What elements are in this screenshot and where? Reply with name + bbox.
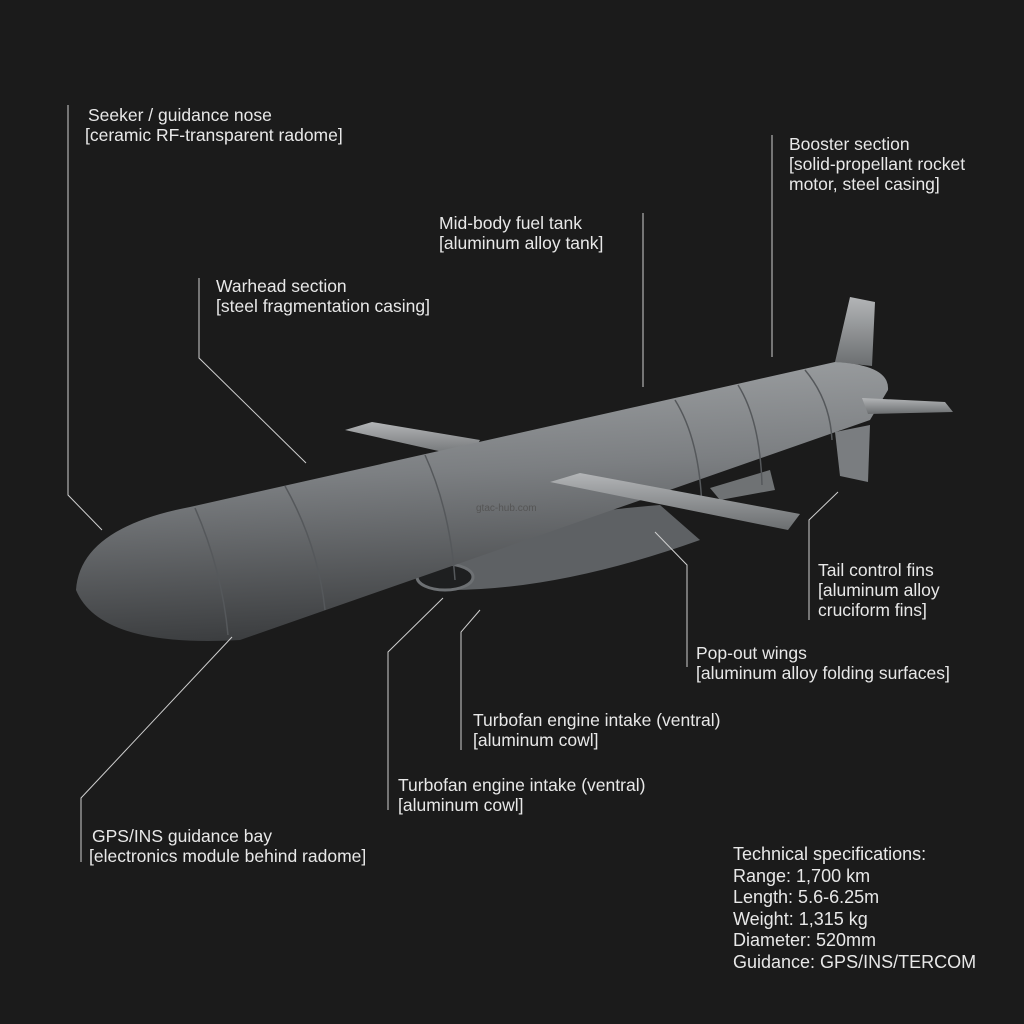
tail-fin-top (835, 297, 875, 366)
callout-wings: Pop-out wings [aluminum alloy folding su… (696, 643, 950, 683)
callout-title: Tail control fins (818, 560, 934, 580)
tail-fin-right (862, 398, 953, 414)
leader-tail (808, 491, 839, 620)
spec-guidance: Guidance: GPS/INS/TERCOM (733, 951, 977, 972)
callout-title: Turbofan engine intake (ventral) (398, 775, 646, 795)
leader-gps (80, 636, 233, 862)
callout-gps-bay: GPS/INS guidance bay [electronics module… (89, 826, 367, 866)
callout-detail: [aluminum alloy folding surfaces] (696, 663, 950, 683)
specs-heading: Technical specifications: (733, 844, 927, 864)
leader-warhead (198, 278, 307, 464)
callout-intake-2: Turbofan engine intake (ventral) [alumin… (398, 775, 645, 815)
spec-weight: Weight: 1,315 kg (733, 908, 868, 929)
callout-title: Pop-out wings (696, 643, 807, 663)
callout-detail: cruciform fins] (818, 600, 927, 620)
callout-fuel-tank: Mid-body fuel tank [aluminum alloy tank] (439, 213, 603, 253)
callout-title: Mid-body fuel tank (439, 213, 582, 233)
leader-seeker (67, 105, 103, 531)
rear-fairing (710, 470, 775, 500)
callout-booster: Booster section [solid-propellant rocket… (789, 134, 965, 194)
leader-wings (654, 531, 688, 667)
callout-title: Turbofan engine intake (ventral) (473, 710, 721, 730)
missile-body (76, 362, 889, 641)
callout-title: Seeker / guidance nose (88, 105, 272, 125)
spec-length: Length: 5.6-6.25m (733, 887, 880, 907)
callout-intake-1: Turbofan engine intake (ventral) [alumin… (473, 710, 720, 750)
tail-fin-bottom (835, 425, 870, 482)
callout-seeker: Seeker / guidance nose [ceramic RF-trans… (85, 105, 343, 145)
callout-detail: [ceramic RF-transparent radome] (85, 125, 343, 145)
callout-title: Booster section (789, 134, 910, 154)
spec-range: Range: 1,700 km (733, 865, 871, 886)
right-wing (550, 473, 800, 530)
callout-warhead: Warhead section [steel fragmentation cas… (216, 276, 430, 316)
left-wing (345, 422, 480, 458)
engine-fairing (420, 505, 700, 590)
leader-intake-1 (460, 609, 481, 750)
section-seams (194, 369, 833, 636)
leader-lines (67, 105, 839, 862)
leader-intake-2 (387, 597, 444, 810)
watermark: gtac-hub.com (476, 503, 537, 514)
callout-detail: [solid-propellant rocket (789, 154, 966, 174)
callout-title: Warhead section (216, 276, 347, 296)
callout-title: GPS/INS guidance bay (92, 826, 272, 846)
technical-specifications: Technical specifications: Range: 1,700 k… (733, 844, 976, 973)
callout-detail: [aluminum alloy (818, 580, 940, 600)
callout-detail: [aluminum alloy tank] (439, 233, 604, 253)
callout-tail-fins: Tail control fins [aluminum alloy crucif… (818, 560, 940, 620)
callout-detail: [electronics module behind radome] (89, 846, 367, 866)
callout-detail: [steel fragmentation casing] (216, 296, 431, 316)
spec-diameter: Diameter: 520mm (733, 930, 877, 950)
callout-detail: motor, steel casing] (789, 174, 940, 194)
callout-detail: [aluminum cowl] (473, 730, 599, 750)
callout-detail: [aluminum cowl] (398, 795, 524, 815)
